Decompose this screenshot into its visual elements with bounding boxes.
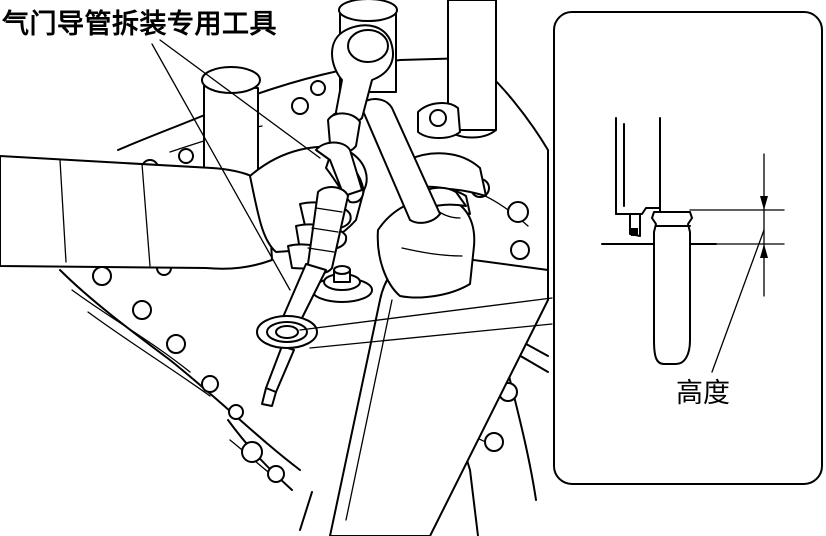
height-label: 高度: [676, 378, 730, 409]
right-sleeve-edge: [345, 299, 393, 521]
tool-pilot: [265, 345, 295, 393]
head-holes: [92, 80, 530, 483]
head-rib-2: [87, 311, 211, 397]
tool-pilot-tip: [261, 387, 277, 407]
tool-name-label: 气门导管拆装专用工具: [2, 9, 277, 40]
leader-lines: [151, 39, 553, 349]
inset-detail: [553, 11, 823, 485]
label-leader-2: [151, 43, 291, 291]
hammer: [327, 24, 441, 224]
inset-tool-dot: [631, 228, 638, 236]
head-rib-1: [71, 289, 191, 373]
tube-right: [447, 0, 497, 139]
tool-grip-line-3: [307, 247, 335, 253]
hammer-handle: [359, 98, 441, 224]
guide-bore: [256, 315, 318, 349]
left-sleeve-fold-1: [59, 159, 67, 263]
inset-callout-upper: [299, 297, 553, 331]
label-leader-1: [159, 39, 321, 159]
inset-arrow-up: [760, 244, 768, 258]
hammer-face: [347, 29, 389, 63]
inset-arrow-down: [760, 196, 768, 210]
inset-height-leader: [711, 229, 765, 373]
inset-callout-lower: [309, 323, 553, 349]
head-left-lower-edge: [59, 269, 301, 471]
left-sleeve: [0, 155, 273, 270]
tool-top-grip: [315, 141, 363, 197]
rocker-boss: [417, 102, 461, 139]
right-knuckle-2: [401, 247, 463, 257]
tool-grip-line-2: [311, 227, 339, 233]
spring-seat: [311, 265, 373, 303]
right-arm: [329, 186, 549, 536]
tool-grip-line-1: [315, 207, 343, 213]
left-sleeve-fold-2: [141, 163, 151, 267]
inset-valve-guide: [651, 211, 693, 365]
